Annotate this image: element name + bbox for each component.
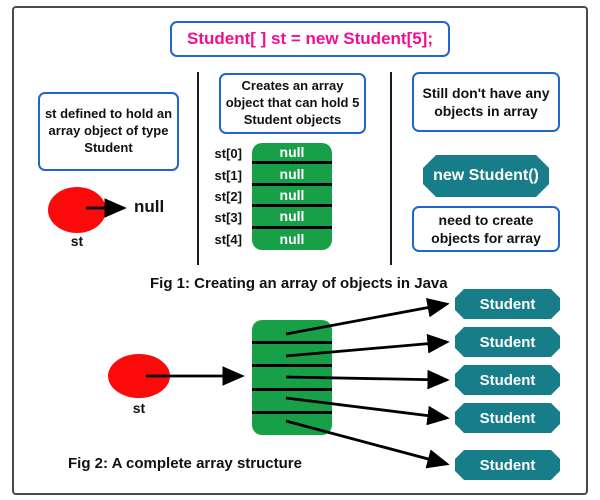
- fig1-right-note-bottom: need to create objects for array: [412, 206, 560, 252]
- fig2-st-reference-ellipse: [108, 354, 170, 398]
- fig1-right-note-bottom-text: need to create objects for array: [431, 211, 541, 246]
- column-divider-right: [390, 72, 392, 265]
- new-student-text: new Student(): [433, 167, 539, 184]
- array-cell: null: [252, 164, 332, 186]
- code-statement: Student[ ] st = new Student[5];: [186, 28, 434, 48]
- code-statement-box: Student[ ] st = new Student[5];: [170, 21, 450, 57]
- new-student-shape: new Student(): [423, 155, 549, 197]
- column-divider-left: [197, 72, 199, 265]
- fig1-right-note-top-text: Still don't have any objects in array: [422, 84, 550, 119]
- array-cell: [252, 320, 332, 344]
- array-cell: [252, 344, 332, 368]
- fig2-array: [252, 320, 332, 435]
- array-index-label: st[1]: [214, 167, 242, 183]
- fig1-array: st[0] null st[1] null st[2] null st[3] n…: [205, 143, 332, 250]
- fig1-left-note-text: st defined to hold an array object of ty…: [44, 106, 173, 155]
- fig1-null-text: null: [134, 197, 165, 216]
- fig1-left-note: st defined to hold an array object of ty…: [38, 92, 179, 171]
- array-cell: [252, 414, 332, 435]
- fig1-st-reference-ellipse: [48, 187, 106, 233]
- array-cell: [252, 367, 332, 391]
- student-object: Student: [455, 450, 560, 480]
- array-cell: [252, 391, 332, 415]
- fig1-middle-note-text: Creates an array object that can hold 5 …: [225, 78, 360, 127]
- student-object: Student: [455, 327, 560, 357]
- array-cell: null: [252, 143, 332, 165]
- array-index-label: st[3]: [214, 210, 242, 226]
- student-object: Student: [455, 365, 560, 395]
- array-cell: null: [252, 207, 332, 229]
- array-index-label: st[4]: [214, 231, 242, 247]
- student-object: Student: [455, 403, 560, 433]
- fig2-st-label: st: [132, 400, 146, 416]
- array-cell: null: [252, 185, 332, 208]
- array-cell: null: [252, 228, 332, 250]
- array-index-label: st[0]: [214, 146, 242, 162]
- fig2-caption: Fig 2: A complete array structure: [68, 455, 302, 472]
- outer-border: [12, 6, 588, 495]
- array-index-label: st[2]: [214, 188, 242, 204]
- fig1-caption: Fig 1: Creating an array of objects in J…: [150, 275, 448, 292]
- student-object: Student: [455, 289, 560, 319]
- fig1-st-label: st: [70, 233, 84, 249]
- fig1-middle-note: Creates an array object that can hold 5 …: [219, 73, 366, 134]
- fig1-right-note-top: Still don't have any objects in array: [412, 72, 560, 132]
